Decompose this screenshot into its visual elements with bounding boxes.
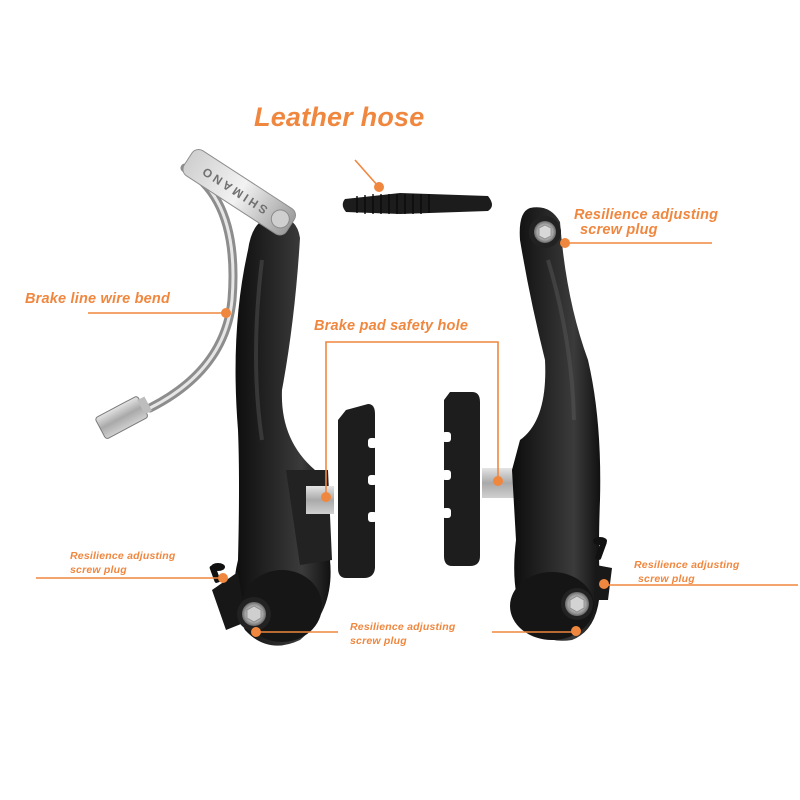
callout-resilience-left: Resilience adjusting screw plug [70,549,176,577]
right-brake-arm [442,207,612,641]
callout-line2: screw plug [70,564,127,577]
leather-hose [342,193,492,214]
callout-line1: Resilience adjusting [634,559,740,571]
callout-line1: Resilience adjusting [70,550,176,562]
callout-line1: Resilience adjusting [350,621,456,633]
callout-dots [218,182,609,637]
callout-line2: screw plug [350,635,407,648]
callout-resilience-right: Resilience adjusting screw plug [634,558,740,586]
callout-resilience-bottom-center: Resilience adjusting screw plug [350,620,456,648]
callout-line1: Resilience adjusting [574,207,719,223]
callout-leaders [36,159,798,633]
callout-brake-pad-safety-hole: Brake pad safety hole [314,318,469,334]
callout-line2: screw plug [638,573,695,586]
callout-brake-line-wire-bend: Brake line wire bend [25,291,171,307]
callout-resilience-top-right: Resilience adjusting screw plug [574,207,719,239]
title-leather-hose: Leather hose [254,102,425,132]
callout-line2: screw plug [580,222,658,239]
